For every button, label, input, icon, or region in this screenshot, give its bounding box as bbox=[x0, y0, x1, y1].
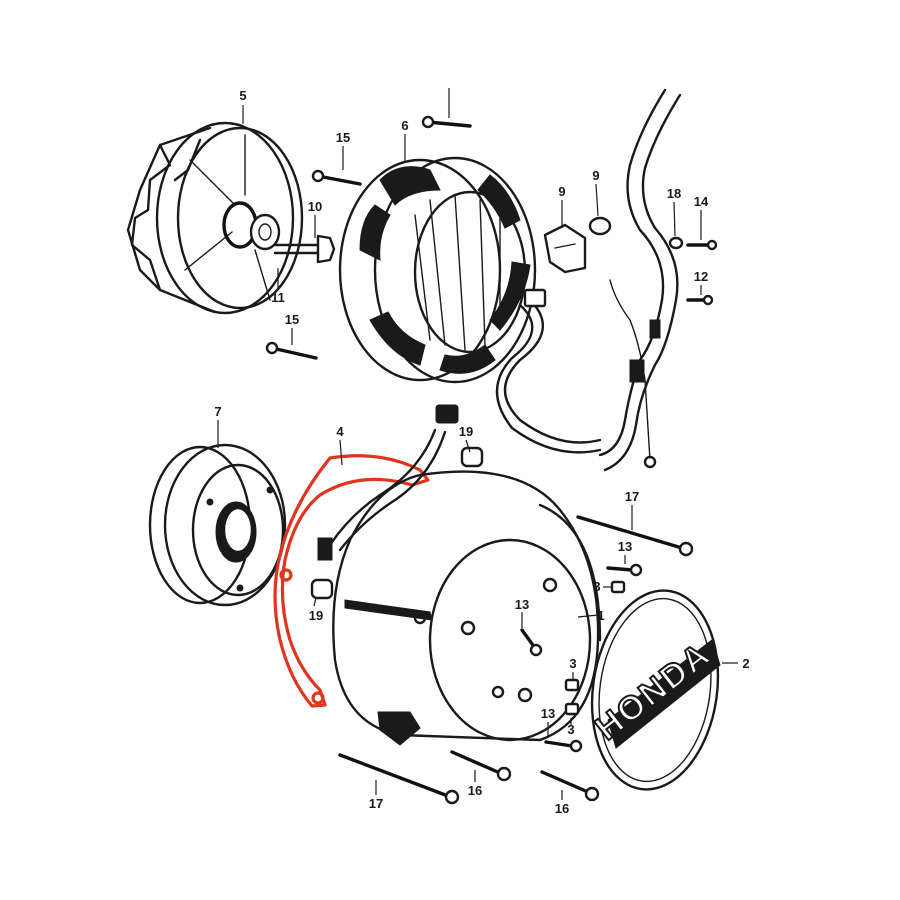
leader-lines bbox=[217, 88, 738, 800]
callout-15-bottom: 15 bbox=[285, 312, 299, 327]
callout-4: 4 bbox=[336, 424, 344, 439]
callout-6: 6 bbox=[401, 118, 408, 133]
stator-part bbox=[338, 156, 602, 454]
pulley-part bbox=[148, 443, 287, 607]
callout-3-middle: 3 bbox=[569, 656, 576, 671]
callout-3-upper: 3 bbox=[593, 579, 600, 594]
callout-13-upper: 13 bbox=[618, 539, 632, 554]
callout-13-center: 13 bbox=[515, 597, 529, 612]
callout-12: 12 bbox=[694, 269, 708, 284]
callout-2: 2 bbox=[742, 656, 749, 671]
rotor-part bbox=[126, 121, 336, 315]
harness-and-clamps bbox=[543, 88, 718, 472]
callout-3-lower: 3 bbox=[567, 722, 574, 737]
fasteners-lower bbox=[338, 515, 694, 805]
callout-16-left: 16 bbox=[468, 783, 482, 798]
callout-13-lower: 13 bbox=[541, 706, 555, 721]
callout-19-top: 19 bbox=[459, 424, 473, 439]
bolt-group-top bbox=[265, 115, 472, 360]
callout-labels: 5 15 6 10 11 15 9 9 18 14 12 7 4 19 17 1… bbox=[214, 88, 749, 816]
callout-17-right: 17 bbox=[625, 489, 639, 504]
callout-14: 14 bbox=[694, 194, 709, 209]
callout-17-bottom: 17 bbox=[369, 796, 383, 811]
callout-19-bottom: 19 bbox=[309, 608, 323, 623]
callout-7: 7 bbox=[214, 404, 221, 419]
callout-9-right: 9 bbox=[592, 168, 599, 183]
callout-11: 11 bbox=[271, 290, 285, 305]
callout-16-right: 16 bbox=[555, 801, 569, 816]
gasket-hole-lower bbox=[311, 691, 325, 705]
callout-1: 1 bbox=[597, 608, 604, 623]
callout-10: 10 bbox=[308, 199, 322, 214]
alternator-cover-part bbox=[310, 404, 602, 746]
callout-5: 5 bbox=[239, 88, 246, 103]
callout-15-top: 15 bbox=[336, 130, 350, 145]
callout-9-left: 9 bbox=[558, 184, 565, 199]
callout-18: 18 bbox=[667, 186, 681, 201]
gasket-hole-upper bbox=[279, 568, 293, 582]
